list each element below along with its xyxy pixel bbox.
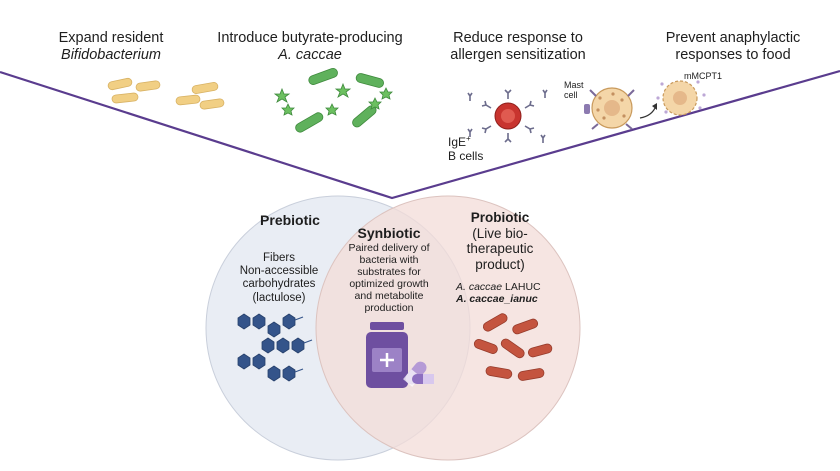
capsule-icon: [403, 361, 434, 387]
bifidobacterium-icon: [107, 77, 225, 110]
prebiotic-title: Prebiotic: [260, 212, 320, 228]
step-reduce-sensitization: Reduce response to allergen sensitizatio…: [450, 30, 586, 63]
mast-cell-label: Mast cell: [564, 80, 584, 101]
a-caccae-icon: [273, 67, 393, 133]
synbiotic-title: Synbiotic: [357, 225, 421, 241]
mast-cell-icon: [584, 80, 706, 130]
probiotic-bacteria-icon: [473, 313, 553, 381]
fiber-hexagon-icon: [237, 313, 305, 382]
prebiotic-description: Fibers Non-accessible carbohydrates (lac…: [239, 252, 319, 304]
mmcpt1-label: mMCPT1: [684, 71, 722, 81]
step-expand-bifido: Expand resident Bifidobacterium: [58, 30, 164, 63]
probiotic-strains: A. caccae LAHUC A. caccae_ianuc: [456, 281, 541, 306]
funnel-outline: [0, 69, 840, 200]
supplement-bottle-icon: [366, 322, 408, 388]
step-prevent-anaphylaxis: Prevent anaphylactic responses to food: [665, 30, 801, 63]
b-cell-antibody-icon: [467, 89, 548, 143]
probiotic-circle: [315, 195, 581, 461]
step-introduce-caccae: Introduce butyrate-producing A. caccae: [217, 30, 403, 63]
star-icon: [273, 82, 393, 116]
synbiotic-description: Paired delivery of bacteria with substra…: [348, 242, 430, 315]
ige-b-cells-label: IgE+ B cells: [448, 134, 484, 163]
probiotic-title: Probiotic (Live bio- therapeutic product…: [466, 210, 534, 272]
